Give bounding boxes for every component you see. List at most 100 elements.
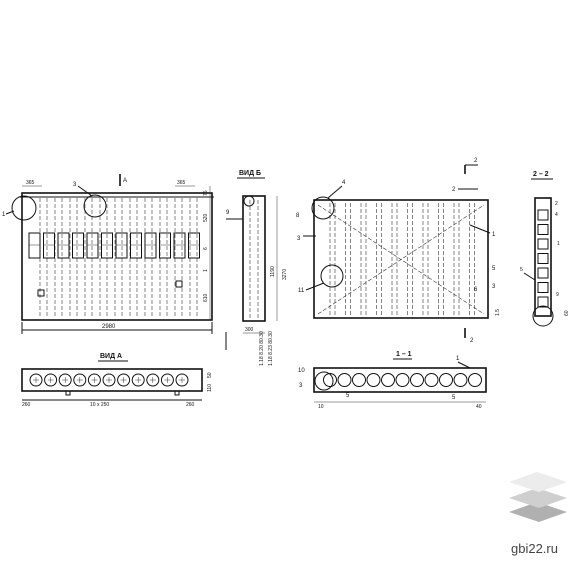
dim-6: 6 <box>203 247 209 250</box>
hollow-cores <box>323 373 482 387</box>
dim-pitch: 10 х 250 <box>90 402 109 408</box>
callout-1: 1 <box>492 232 496 238</box>
dim-260-left: 260 <box>22 402 31 408</box>
hollow-core <box>453 373 468 387</box>
leader <box>327 185 343 199</box>
plan-voids <box>329 203 475 315</box>
callout-2: 2 <box>452 187 456 193</box>
hollow-core <box>117 373 131 387</box>
dim-1.5: 1.5 <box>495 309 501 316</box>
dim-300: 300 <box>245 327 254 333</box>
logo-layer-top <box>509 472 567 492</box>
view-b-title: ВИД Б <box>239 170 261 177</box>
callout-6: 6 <box>474 287 478 293</box>
callout-4: 4 <box>555 212 558 218</box>
detail-circle <box>83 194 107 218</box>
callout-4: 4 <box>342 180 346 186</box>
opening-band <box>28 232 200 259</box>
hollow-core <box>131 373 145 387</box>
diagonal <box>317 204 485 315</box>
core-cell <box>537 224 549 235</box>
opening-cell <box>173 232 186 259</box>
leader <box>305 282 325 291</box>
dim-1190: 1190 <box>270 266 276 277</box>
hollow-core <box>29 373 43 387</box>
insert <box>174 390 180 396</box>
dim-610: 610 <box>203 293 209 302</box>
section-2-2-title: 2 – 2 <box>533 171 549 178</box>
plan-view: 4 2 1 8 3 11 6 5 3 1.5 2 2 <box>296 158 501 344</box>
opening-cell <box>43 232 55 259</box>
brand-logo: gbi22.ru <box>509 472 567 556</box>
hollow-core <box>323 373 337 387</box>
callout-9: 9 <box>226 210 230 216</box>
hollow-core <box>87 373 101 387</box>
leader <box>5 210 15 215</box>
hollow-core <box>175 373 189 387</box>
detail-circle <box>243 195 255 207</box>
hollow-core <box>160 373 174 387</box>
hollow-core <box>381 373 395 387</box>
section-1-1-title: 1 – 1 <box>396 351 412 358</box>
leader <box>469 224 491 234</box>
opening-cell <box>159 232 171 259</box>
opening-cell <box>115 232 128 259</box>
hollow-core <box>102 373 116 387</box>
hollow-core <box>58 373 72 387</box>
hollow-core <box>337 373 352 387</box>
dim-75: 75 <box>203 190 209 196</box>
dim-10: 10 <box>318 404 324 410</box>
view-arrow-a: А <box>123 178 127 184</box>
callout-11: 11 <box>298 288 305 294</box>
callout-1: 1 <box>456 356 460 362</box>
dim-520: 520 <box>203 213 209 222</box>
hollow-core <box>366 373 381 387</box>
callout-3: 3 <box>73 182 77 188</box>
callout-5: 5 <box>520 267 523 273</box>
callout-2: 2 <box>555 201 558 207</box>
leader <box>523 272 536 281</box>
callout-9: 9 <box>556 292 559 298</box>
insert <box>65 390 71 396</box>
core-cell <box>537 267 549 279</box>
hollow-core <box>395 373 410 387</box>
callout-10: 10 <box>298 368 305 374</box>
callout-1: 1 <box>2 212 6 218</box>
side-outline <box>242 195 266 322</box>
core-cell <box>537 238 549 250</box>
opening-cell <box>144 232 157 259</box>
lift-loop <box>175 280 183 288</box>
opening-cell <box>28 232 41 259</box>
callout-8: 8 <box>296 213 300 219</box>
callout-3b: 3 <box>492 284 496 290</box>
hollow-core <box>410 373 424 387</box>
leader <box>457 361 471 369</box>
hollow-core <box>352 373 366 387</box>
leader <box>77 185 93 197</box>
opening-cell <box>72 232 84 259</box>
dim-1: 1 <box>203 269 209 272</box>
hollow-core <box>44 373 58 387</box>
view-a-title: ВИД А <box>100 353 122 360</box>
opening-cell <box>130 232 142 259</box>
section-2-2: 2 – 2 2 4 1 5 9 60 <box>520 171 570 327</box>
hollow-core <box>424 373 439 387</box>
logo-layer-middle <box>509 488 567 508</box>
dim-260-right: 260 <box>186 402 195 408</box>
dim-60: 60 <box>564 310 570 316</box>
view-a: ВИД А 260 10 х 250 260 50 110 <box>21 353 213 408</box>
opening-cell <box>101 232 113 259</box>
section-outline <box>534 197 552 317</box>
callout-1: 1 <box>557 241 560 247</box>
slab-section <box>21 368 203 392</box>
opening-cell <box>188 232 200 259</box>
view-b: ВИД Б 9 1190 3270 300 1.18 8.20 80.30 1.… <box>225 170 288 366</box>
dim-365-right: 365 <box>177 180 186 186</box>
core-cell <box>537 253 549 264</box>
hollow-cores <box>537 209 549 308</box>
dim-50: 50 <box>207 372 213 378</box>
hollow-core <box>146 373 160 387</box>
callout-5b: 5 <box>452 395 456 401</box>
plan-outline <box>313 199 489 319</box>
